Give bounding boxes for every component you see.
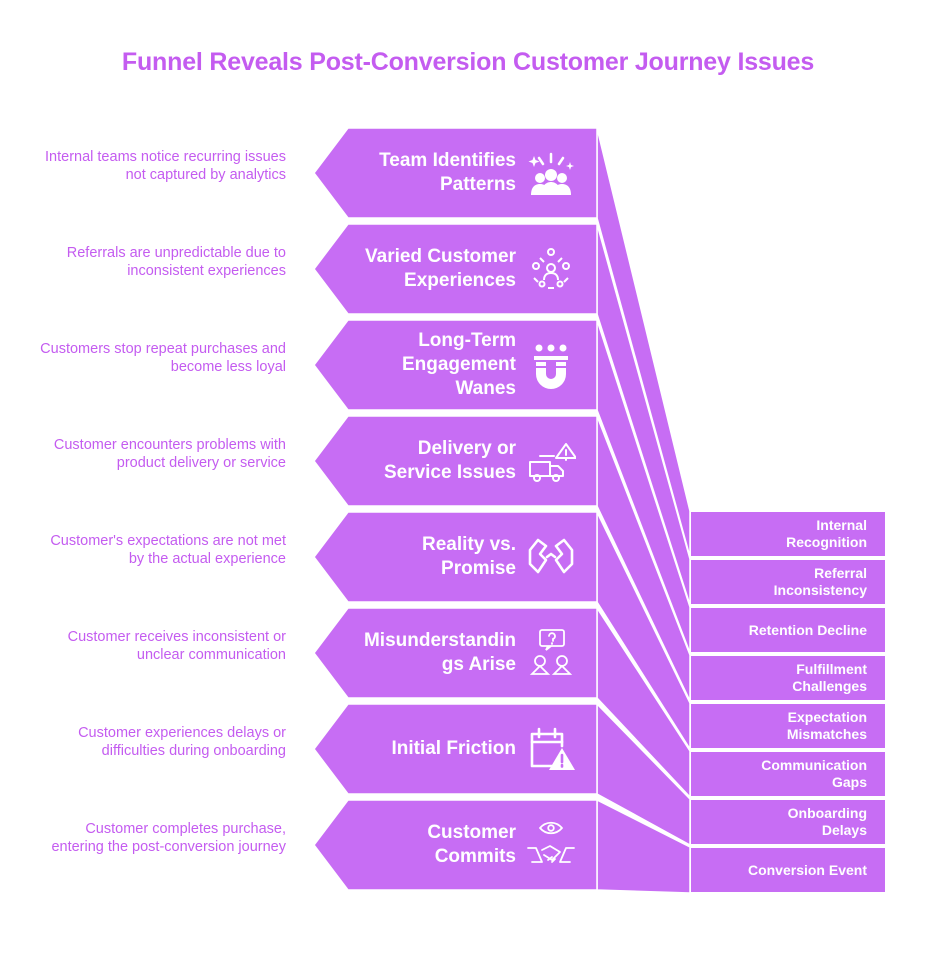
confused-people-icon [526, 628, 576, 678]
funnel-stage: Initial Friction [312, 702, 602, 796]
stage-description: Customer experiences delays or difficult… [78, 725, 286, 759]
side-slab-label: Retention Decline [748, 621, 867, 638]
stage-connector [596, 798, 691, 894]
side-slab: Retention Decline [690, 607, 886, 653]
stage-connector [596, 511, 691, 752]
calendar-warning-icon [526, 724, 576, 774]
stage-description: Referrals are unpredictable due to incon… [66, 245, 286, 279]
stage-label: Reality vs.Promise [316, 510, 516, 604]
stage-connector [596, 702, 691, 847]
stage-description: Customer completes purchase, entering th… [51, 821, 286, 855]
stage-description: Customer receives inconsistent or unclea… [67, 629, 286, 663]
page-title: Funnel Reveals Post-Conversion Customer … [121, 48, 815, 76]
stage-connector [596, 127, 691, 558]
stage-description: Internal teams notice recurring issues n… [45, 149, 286, 183]
side-slab: Conversion Event [690, 847, 886, 893]
broken-promise-icon [526, 532, 576, 582]
stage-label: Initial Friction [316, 702, 516, 796]
stage-connector [596, 319, 691, 654]
people-network-icon [526, 244, 576, 294]
stage-connector [596, 223, 691, 606]
team-sparkle-icon [526, 148, 576, 198]
side-slab-label: Conversion Event [747, 861, 867, 878]
handshake-eye-icon [526, 820, 576, 870]
magnet-people-icon [526, 340, 576, 390]
stage-label-text: Initial Friction [391, 738, 516, 759]
stage-connector [596, 605, 691, 799]
truck-warning-icon [526, 436, 577, 486]
stage-description: Customers stop repeat purchases and beco… [40, 341, 286, 375]
stage-connector [596, 415, 691, 702]
funnel-stage: Reality vs.Promise [312, 510, 602, 604]
stage-label-text: Reality vs.Promise [422, 534, 516, 579]
stage-description: Customer encounters problems with produc… [53, 437, 286, 471]
stage-description: Customer's expectations are not met by t… [50, 533, 286, 567]
